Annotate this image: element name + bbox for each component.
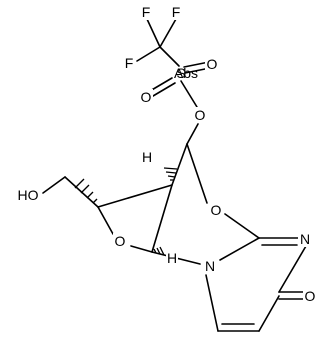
bond-c-f-top-left [146,18,161,48]
label-layer: F F F S Abs O O O H HO O O H N N O [14,4,317,304]
bond-n-c2py [219,237,260,261]
bond-c4-oring [97,206,114,235]
bond-s-o-right-1 [183,61,210,68]
bond-c3-obridge [186,143,208,204]
atom-s: S [176,65,185,81]
bond-ch2-oh [42,176,66,194]
bond-c-s [159,46,180,67]
abs-label: Abs [174,65,198,81]
stereo-hash-c2-h [163,167,178,181]
bond-o-c3 [186,123,199,145]
bond-nimine-co [278,245,307,293]
bond-c-f-left [136,46,161,62]
atom-o-bridge: O [211,202,222,218]
bond-oring-c1 [130,245,153,253]
bond-obridge-c2py [224,213,260,239]
bond-s-o-left-1 [149,77,173,92]
atom-o-sulfonyl-right: O [207,56,218,72]
atom-f-top-left: F [142,4,151,20]
bond-c2-c4 [97,184,173,208]
bond-c-f-top-right [159,18,177,48]
atom-o-ring: O [115,233,126,249]
stereo-hash-c1-h [153,246,165,256]
atom-n-ring: N [205,258,215,274]
atom-ho: HO [18,187,39,203]
atom-o-carbonyl: O [305,288,316,304]
bond-s-o-left-2 [152,82,176,97]
bond-s-o-ester [180,80,198,108]
bond-c2-c1 [151,184,173,253]
bond-c3-c2 [171,143,188,186]
bond-c6-n [205,274,219,332]
atom-o-ester: O [195,107,206,123]
atom-h-anomeric: H [167,250,177,266]
atom-h-bridge: H [142,149,152,165]
atom-f-left: F [125,55,134,71]
atom-o-sulfonyl-left: O [141,89,152,105]
bond-co-c5 [258,295,280,332]
atom-n-imine: N [300,231,310,247]
atom-f-top-right: F [172,4,181,20]
stereo-hash-c4-ch2 [74,178,98,204]
